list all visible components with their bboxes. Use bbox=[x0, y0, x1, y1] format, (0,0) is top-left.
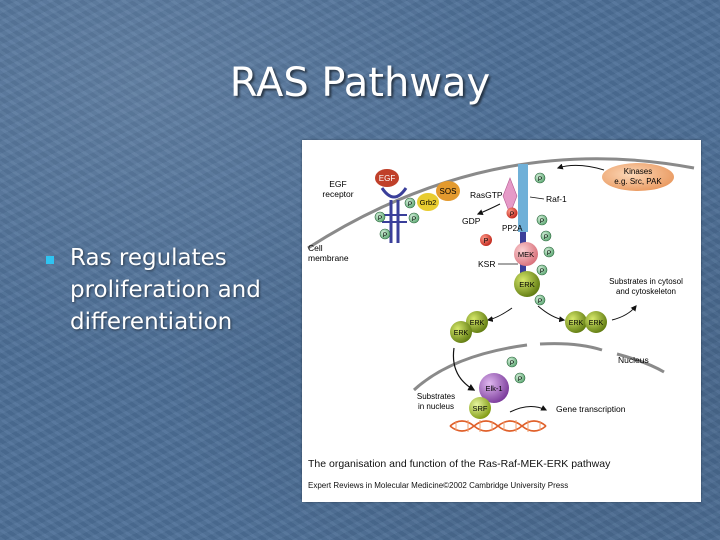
cytosol-arrow bbox=[611, 305, 637, 321]
substrates-cytosol-label: Substrates in cytosol bbox=[609, 277, 683, 286]
rasgtp-label: RasGTP bbox=[470, 190, 503, 200]
elk1-label: Elk-1 bbox=[485, 384, 502, 393]
dna-helix bbox=[449, 420, 547, 432]
srf-protein bbox=[469, 397, 491, 419]
erk-arrow bbox=[486, 307, 513, 322]
phospho-group: P P P P bbox=[374, 197, 420, 240]
mek-protein bbox=[514, 242, 538, 266]
egf-receptor-label: EGF bbox=[329, 179, 346, 189]
ras-pathway-figure: EGF receptor Cell membrane EGF P P P P G… bbox=[302, 140, 701, 502]
erk-arrow bbox=[537, 305, 566, 323]
pathway-diagram: EGF receptor Cell membrane EGF P P P P G… bbox=[307, 157, 695, 432]
nuclear-envelope bbox=[539, 342, 603, 352]
nuclear-envelope bbox=[412, 343, 528, 392]
svg-text:P: P bbox=[538, 176, 542, 183]
nucleus-label: Nucleus bbox=[618, 355, 649, 365]
elk1-protein bbox=[479, 373, 509, 403]
substrates-cytosol-label: and cytoskeleton bbox=[616, 287, 676, 296]
svg-text:P: P bbox=[547, 250, 551, 257]
bullet-marker bbox=[46, 256, 54, 264]
svg-text:P: P bbox=[538, 298, 542, 305]
grb2-label: Grb2 bbox=[420, 198, 437, 207]
bullet-text: Ras regulates proliferation and differen… bbox=[70, 245, 261, 335]
erk-label: ERK bbox=[454, 330, 469, 337]
svg-text:P: P bbox=[484, 238, 489, 245]
egf-ligand bbox=[375, 169, 399, 187]
kinases-protein bbox=[602, 163, 674, 191]
substrates-nucleus-label: in nucleus bbox=[418, 402, 454, 411]
erk-protein bbox=[466, 311, 488, 333]
transcription-arrow bbox=[509, 405, 548, 413]
erk-label: ERK bbox=[470, 320, 485, 327]
gene-transcription-label: Gene transcription bbox=[556, 404, 626, 414]
pp2a-label: PP2A bbox=[502, 224, 523, 233]
figure-credit: Expert Reviews in Molecular Medicine©200… bbox=[308, 481, 569, 490]
svg-text:P: P bbox=[544, 234, 548, 241]
svg-text:P: P bbox=[378, 215, 382, 222]
raf1-protein bbox=[518, 164, 528, 232]
kinases-arrow bbox=[556, 163, 605, 171]
svg-text:P: P bbox=[383, 232, 387, 239]
svg-text:P: P bbox=[518, 376, 522, 383]
bullet-list: Ras regulates proliferation and differen… bbox=[44, 242, 294, 338]
slide-title: RAS Pathway bbox=[229, 60, 491, 106]
egf-label: EGF bbox=[379, 174, 396, 183]
phospho-group: P bbox=[510, 211, 514, 218]
phospho-group bbox=[506, 207, 518, 219]
svg-text:P: P bbox=[510, 360, 514, 367]
erk-label: ERK bbox=[519, 280, 534, 289]
raf1-pointer bbox=[529, 196, 545, 200]
substrates-nucleus-label: Substrates bbox=[417, 392, 455, 401]
gdp-arrow bbox=[476, 203, 501, 216]
nucleus-import-arrow bbox=[452, 347, 476, 391]
svg-text:P: P bbox=[540, 218, 544, 225]
erk-label: ERK bbox=[569, 320, 584, 327]
ksr-label: KSR bbox=[478, 259, 495, 269]
phospho-group: P P bbox=[506, 356, 526, 384]
svg-text:P: P bbox=[540, 268, 544, 275]
sos-protein bbox=[436, 181, 460, 201]
egf-receptor-label: receptor bbox=[322, 189, 353, 199]
erk-protein bbox=[514, 271, 540, 297]
nuclear-envelope bbox=[616, 352, 665, 374]
erk-protein bbox=[585, 311, 607, 333]
svg-text:P: P bbox=[408, 201, 412, 208]
sos-label: SOS bbox=[440, 187, 457, 196]
figure-caption: The organisation and function of the Ras… bbox=[308, 458, 611, 470]
srf-label: SRF bbox=[473, 404, 488, 413]
raf1-label: Raf-1 bbox=[546, 194, 567, 204]
cell-membrane bbox=[307, 157, 695, 250]
kinases-label: e.g. Src, PAK bbox=[614, 177, 662, 186]
erk-label: ERK bbox=[589, 320, 604, 327]
kinases-label: Kinases bbox=[624, 167, 652, 176]
egf-receptor bbox=[380, 187, 408, 243]
svg-text:P: P bbox=[412, 216, 416, 223]
erk-protein bbox=[450, 321, 472, 343]
phospho-group: P P P P P P P bbox=[480, 172, 555, 306]
cell-membrane-label: Cell bbox=[308, 243, 323, 253]
mek-label: MEK bbox=[518, 250, 534, 259]
erk-protein bbox=[565, 311, 587, 333]
cell-membrane-label: membrane bbox=[308, 253, 349, 263]
gdp-label: GDP bbox=[462, 216, 481, 226]
grb2-protein bbox=[417, 193, 439, 211]
